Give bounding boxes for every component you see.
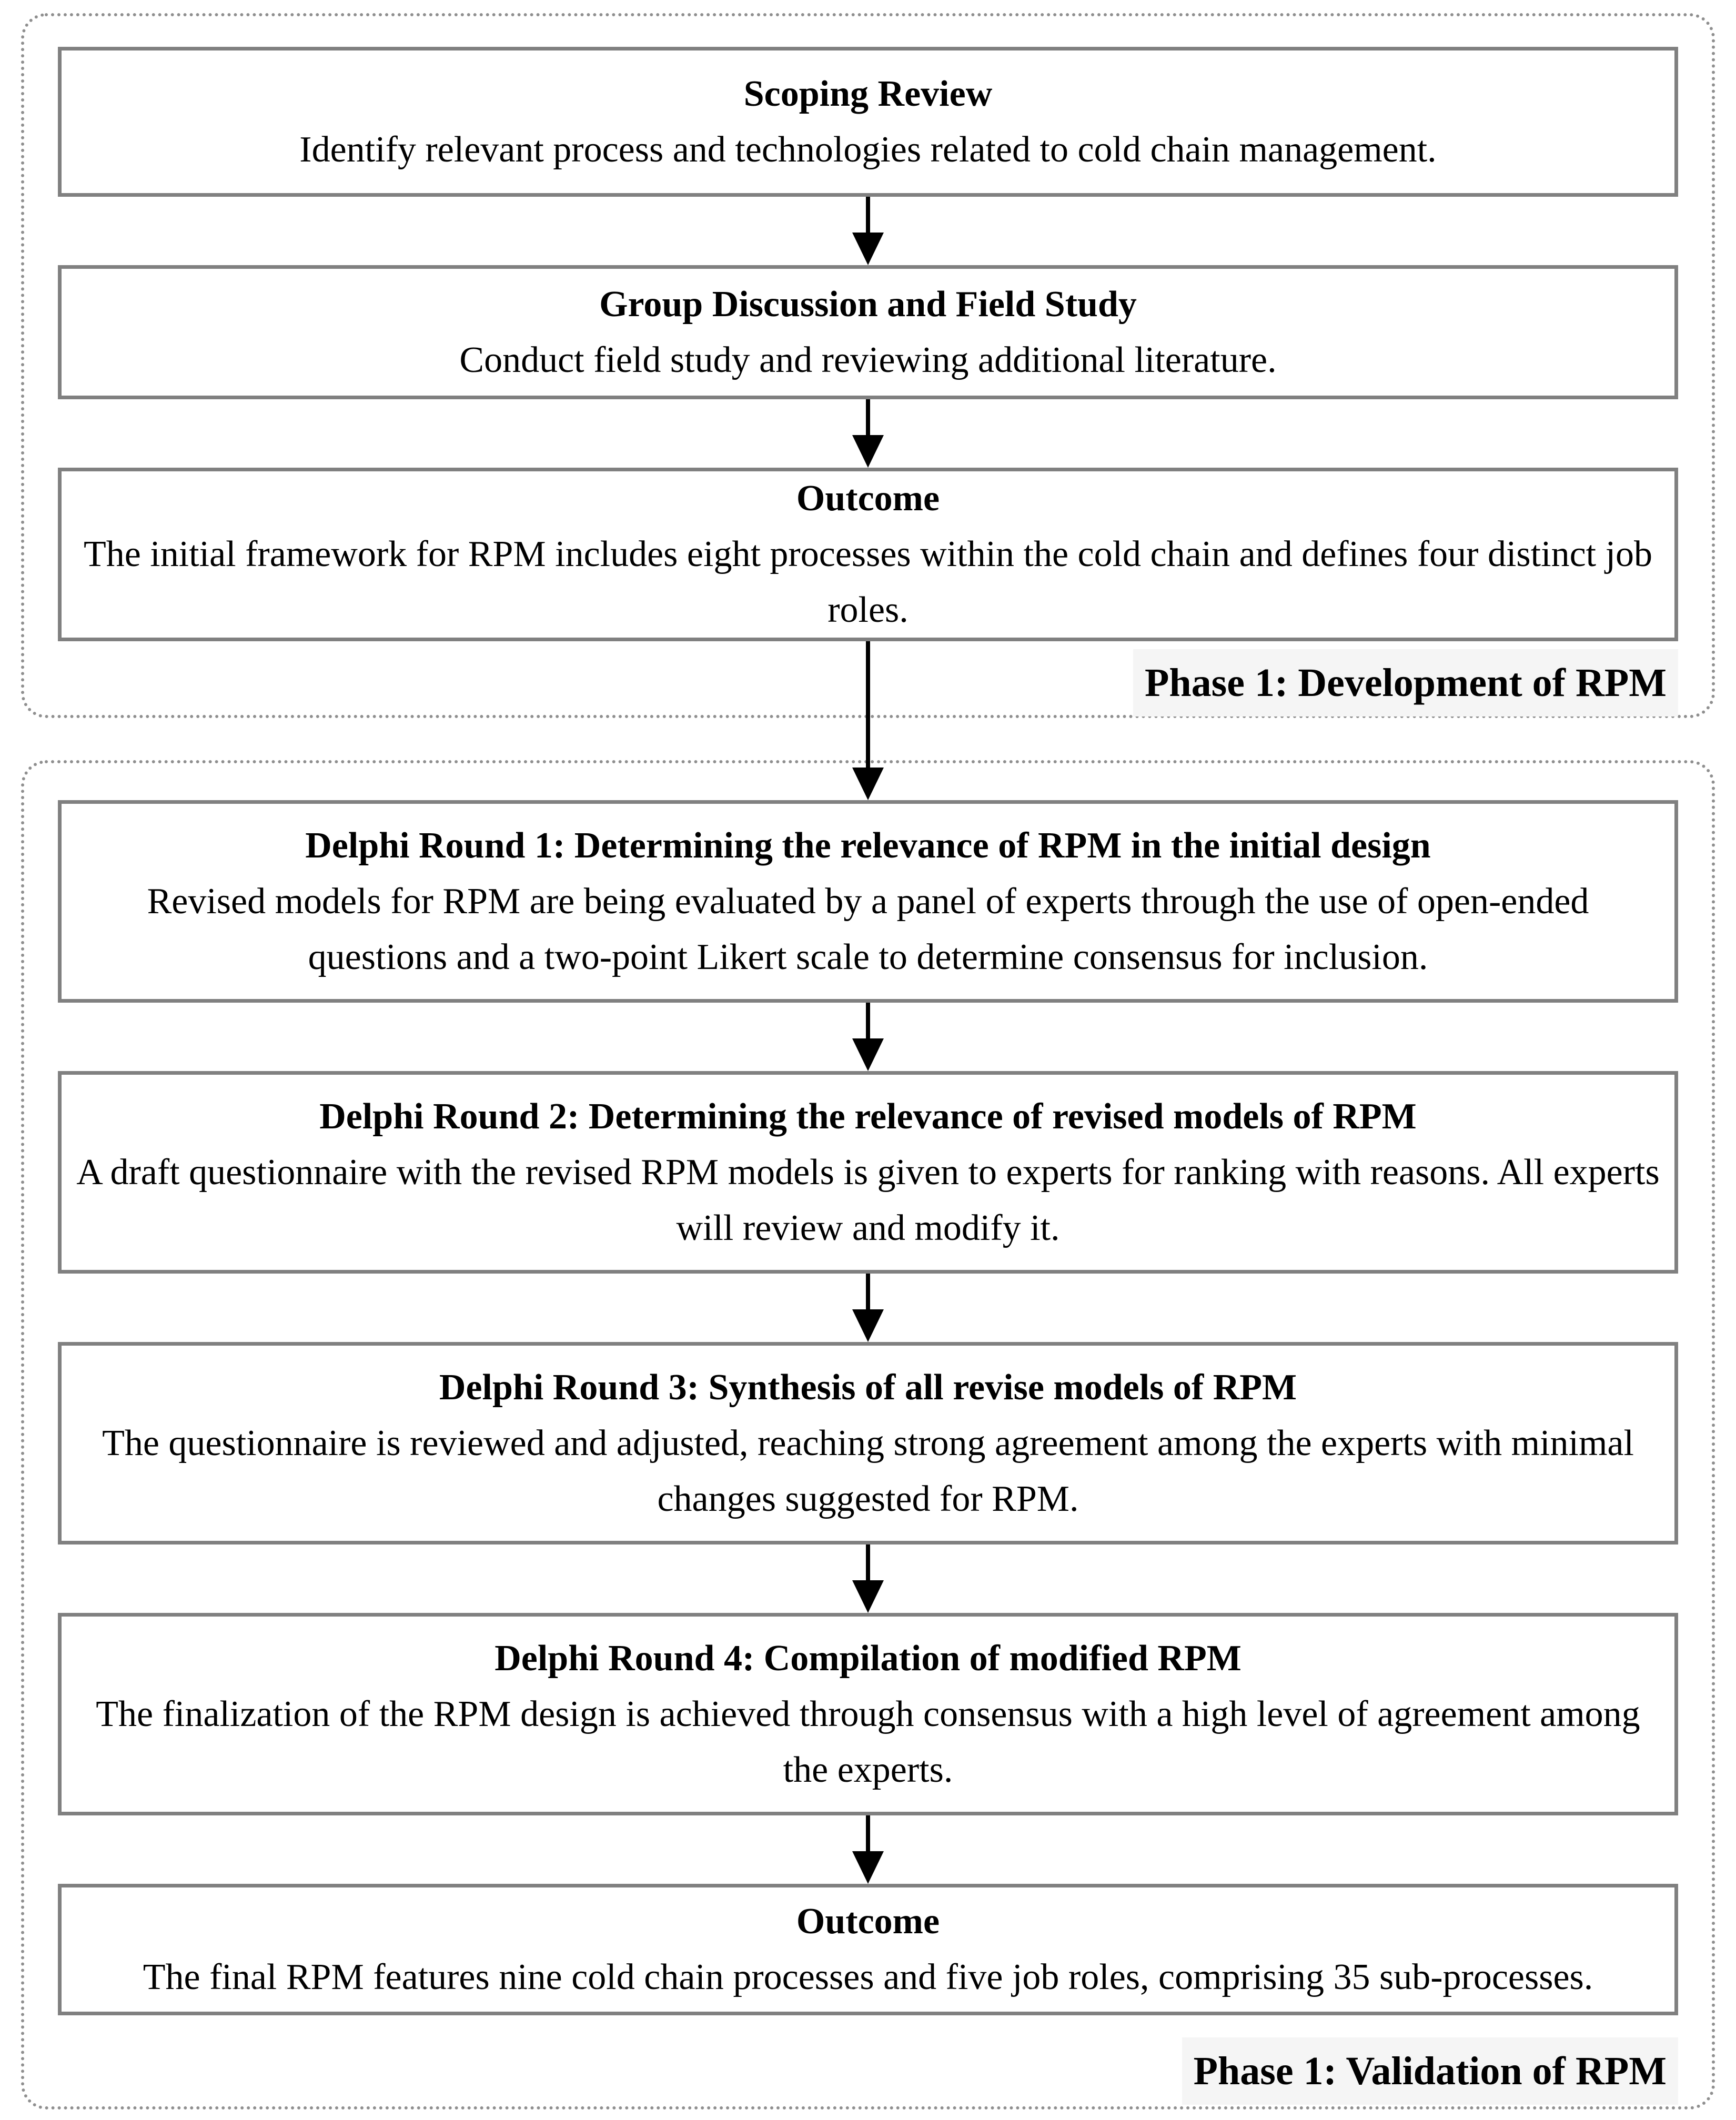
arrow-stem	[866, 1815, 870, 1851]
arrow-down-icon	[851, 1815, 885, 1884]
box-title: Delphi Round 1: Determining the relevanc…	[305, 825, 1431, 866]
box-title: Delphi Round 3: Synthesis of all revise …	[439, 1367, 1297, 1408]
flow-box-delphi-round-4: Delphi Round 4: Compilation of modified …	[58, 1613, 1678, 1815]
flow-box-outcome-development: Outcome The initial framework for RPM in…	[58, 468, 1678, 641]
arrow-head	[852, 233, 884, 265]
box-body: Identify relevant process and technologi…	[299, 129, 1437, 170]
box-title: Delphi Round 2: Determining the relevanc…	[319, 1096, 1417, 1137]
box-title: Group Discussion and Field Study	[599, 284, 1137, 325]
box-title: Outcome	[796, 478, 940, 519]
flow-box-delphi-round-1: Delphi Round 1: Determining the relevanc…	[58, 800, 1678, 1003]
flow-box-outcome-validation: Outcome The final RPM features nine cold…	[58, 1884, 1678, 2015]
box-body: The final RPM features nine cold chain p…	[143, 1957, 1593, 1997]
arrow-down-icon	[851, 641, 885, 800]
arrow-down-icon	[851, 197, 885, 265]
flow-box-scoping-review: Scoping Review Identify relevant process…	[58, 47, 1678, 197]
arrow-stem	[866, 399, 870, 435]
arrow-head	[852, 1580, 884, 1613]
phase-validation-container: Delphi Round 1: Determining the relevanc…	[21, 760, 1715, 2109]
box-title: Delphi Round 4: Compilation of modified …	[494, 1638, 1242, 1679]
box-body: Revised models for RPM are being evaluat…	[147, 881, 1589, 977]
arrow-stem	[866, 1274, 870, 1309]
phase-development-label: Phase 1: Development of RPM	[1133, 649, 1678, 716]
box-body: The finalization of the RPM design is ac…	[96, 1693, 1640, 1790]
box-body: The questionnaire is reviewed and adjust…	[102, 1422, 1634, 1519]
arrow-down-icon	[851, 1544, 885, 1613]
phase-development-container: Scoping Review Identify relevant process…	[21, 13, 1715, 718]
arrow-stem	[866, 1544, 870, 1580]
flow-box-delphi-round-3: Delphi Round 3: Synthesis of all revise …	[58, 1342, 1678, 1544]
arrow-head	[852, 1309, 884, 1342]
arrow-down-icon	[851, 1003, 885, 1071]
flow-box-group-discussion: Group Discussion and Field Study Conduct…	[58, 265, 1678, 399]
arrow-head	[852, 1038, 884, 1071]
box-title: Scoping Review	[743, 73, 993, 114]
flow-box-delphi-round-2: Delphi Round 2: Determining the relevanc…	[58, 1071, 1678, 1274]
box-body: Conduct field study and reviewing additi…	[459, 339, 1277, 380]
arrow-head	[852, 435, 884, 468]
arrow-head	[852, 768, 884, 800]
box-title: Outcome	[796, 1901, 940, 1942]
arrow-down-icon	[851, 399, 885, 468]
arrow-stem	[866, 197, 870, 233]
box-body: The initial framework for RPM includes e…	[83, 534, 1653, 630]
arrow-head	[852, 1851, 884, 1884]
arrow-down-icon	[851, 1274, 885, 1342]
arrow-stem	[866, 641, 870, 768]
arrow-stem	[866, 1003, 870, 1038]
phase-validation-label: Phase 1: Validation of RPM	[1182, 2037, 1678, 2105]
box-body: A draft questionnaire with the revised R…	[76, 1152, 1660, 1248]
